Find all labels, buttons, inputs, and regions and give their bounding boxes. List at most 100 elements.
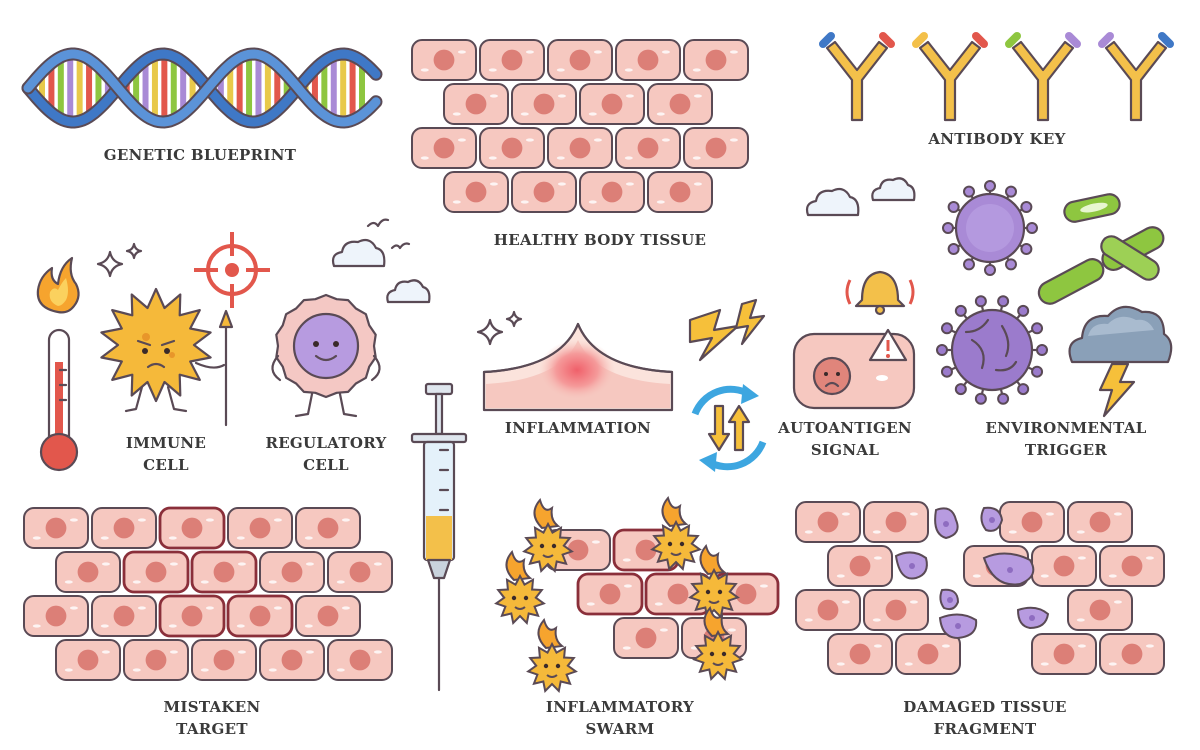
tissue-cell <box>443 83 509 125</box>
tissue-cell <box>1067 589 1133 631</box>
tissue-cell <box>122 550 190 594</box>
mistaken-target-label-line1: MISTAKEN <box>163 698 260 716</box>
tissue-cell <box>511 171 577 213</box>
tissue-cell <box>647 171 713 213</box>
environmental-trigger-label-line1: ENVIRONMENTAL <box>985 419 1146 437</box>
tissue-cell <box>795 501 861 543</box>
tissue-cell <box>863 501 929 543</box>
sparkle-icon <box>96 242 143 278</box>
tissue-cell <box>479 127 545 169</box>
tissue-cell <box>295 595 361 637</box>
tissue-cell <box>91 507 157 549</box>
bird-icon <box>366 218 411 250</box>
cloud-icon <box>386 279 431 304</box>
tissue-cell <box>327 551 393 593</box>
tissue-cell <box>411 39 477 81</box>
tissue-cell <box>123 639 189 681</box>
regulatory-cell-label-line1: REGULATORY <box>265 434 386 452</box>
cloud-icon <box>871 177 916 202</box>
autoantigen-signal-label-line1: AUTOANTIGEN <box>777 419 912 437</box>
swarm-immune-cell <box>692 605 744 682</box>
tissue-cell <box>547 39 613 81</box>
damaged-tissue-fragment-label-line2: FRAGMENT <box>934 720 1037 738</box>
warning-icon <box>868 328 908 362</box>
tissue-cell <box>1099 633 1165 675</box>
tissue-cell <box>55 639 121 681</box>
antibody-icon <box>912 32 988 122</box>
thermometer-icon <box>39 328 79 472</box>
tissue-cell <box>615 39 681 81</box>
bacteria-icon <box>1063 193 1121 223</box>
tissue-cell <box>259 639 325 681</box>
tissue-cell <box>23 595 89 637</box>
bacteria-icon <box>1100 235 1160 281</box>
swarm-immune-cell <box>526 617 578 694</box>
tissue-cell <box>1031 545 1097 587</box>
tissue-cell <box>479 39 545 81</box>
autoantigen-signal-label-line2: SIGNAL <box>811 441 880 459</box>
tissue-cell <box>683 39 749 81</box>
swarm-immune-cell <box>688 543 740 620</box>
damaged-tissue-fragment-label-line1: DAMAGED TISSUE <box>903 698 1067 716</box>
mistaken-target-label-line2: TARGET <box>176 720 248 738</box>
tissue-fragments <box>894 506 1050 640</box>
environmental-trigger-label-line2: TRIGGER <box>1025 441 1107 459</box>
tissue-cell <box>226 594 294 638</box>
swarm-immune-cells <box>494 495 744 694</box>
antibody-group <box>819 32 1174 122</box>
cloud-icon <box>331 238 386 268</box>
lightning-icon <box>688 298 766 362</box>
antibody-icon <box>1005 32 1081 122</box>
tissue-cell <box>259 551 325 593</box>
antibody-icon <box>819 32 895 122</box>
regulatory-cell-label-line2: CELL <box>303 456 349 474</box>
cloud-icon <box>805 187 860 217</box>
tissue-cell <box>863 589 929 631</box>
tissue-cell <box>1099 545 1165 587</box>
virus-icon <box>936 295 1048 405</box>
tissue-cell <box>579 83 645 125</box>
tissue-cell <box>647 83 713 125</box>
tissue-cell <box>327 639 393 681</box>
flame-icon <box>36 256 80 314</box>
tissue-cell <box>55 551 121 593</box>
cycle-arrows-icon <box>691 384 767 472</box>
swarm-immune-cell <box>522 497 574 574</box>
antibody-key-label: ANTIBODY KEY <box>927 130 1065 148</box>
tissue-cell <box>827 633 893 675</box>
tissue-cell <box>795 589 861 631</box>
tissue-cell <box>191 639 257 681</box>
virus-icon <box>942 180 1038 276</box>
bell-icon <box>845 270 915 316</box>
damaged-tissue-grid <box>795 501 1165 675</box>
swarm-immune-cell <box>650 495 702 572</box>
tissue-cell <box>683 127 749 169</box>
inflammatory-swarm-label-line1: INFLAMMATORY <box>546 698 694 716</box>
immune-cell-character <box>100 287 234 427</box>
inflammation-illustration <box>482 322 674 412</box>
tissue-cell <box>1031 633 1097 675</box>
tissue-cell <box>23 507 89 549</box>
inflammatory-swarm-label-line2: SWARM <box>586 720 655 738</box>
tissue-cell <box>511 83 577 125</box>
healthy-body-tissue-label: HEALTHY BODY TISSUE <box>494 231 707 249</box>
tissue-fragment <box>934 507 959 540</box>
tissue-cell <box>999 501 1065 543</box>
healthy-tissue-grid <box>411 39 749 213</box>
tissue-cell <box>613 617 679 659</box>
tissue-cell <box>443 171 509 213</box>
tissue-cell <box>411 127 477 169</box>
antibody-icon <box>1098 32 1174 122</box>
tissue-cell <box>227 507 293 549</box>
tissue-cell <box>547 127 613 169</box>
inflammation-label: INFLAMMATION <box>505 419 651 437</box>
tissue-cell <box>576 572 644 616</box>
syringe-icon <box>410 382 468 692</box>
immune-cell-label-line1: IMMUNE <box>126 434 206 452</box>
tissue-cell <box>158 594 226 638</box>
tissue-cell <box>190 550 258 594</box>
immune-cell-label-line2: CELL <box>143 456 189 474</box>
tissue-cell <box>827 545 893 587</box>
sparkle-icon <box>476 310 523 346</box>
